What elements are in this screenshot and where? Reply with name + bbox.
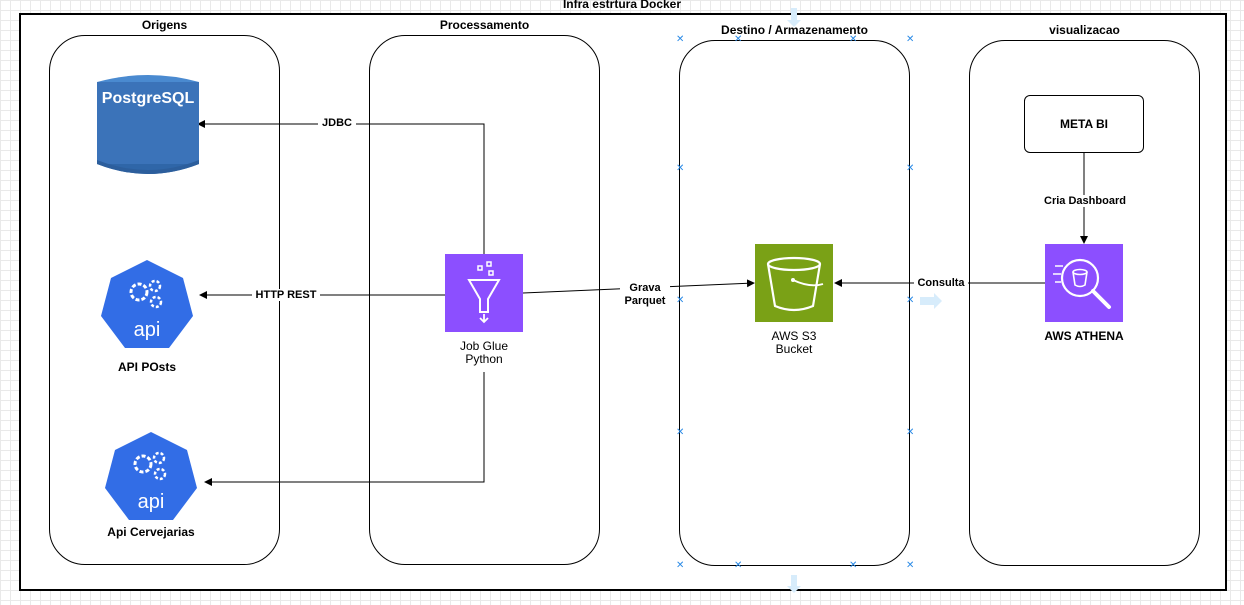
glue-label-line2: Python	[465, 352, 503, 366]
edge-label-cria-dashboard: Cria Dashboard	[1040, 195, 1130, 207]
selection-handle[interactable]: ✕	[734, 34, 743, 45]
edge-glue-to-api-cervejarias	[204, 372, 485, 486]
selection-handle[interactable]: ✕	[906, 295, 915, 306]
selection-handle[interactable]: ✕	[906, 163, 915, 174]
selection-handle[interactable]: ✕	[676, 427, 685, 438]
selection-handle[interactable]: ✕	[676, 34, 685, 45]
docker-infra-title: Infra estrtura Docker	[562, 0, 682, 11]
selection-arrow-top	[787, 8, 801, 27]
selection-handle[interactable]: ✕	[734, 560, 743, 571]
selection-arrow-bottom	[787, 575, 801, 593]
selection-handle[interactable]: ✕	[676, 163, 685, 174]
s3-label-line1: AWS S3	[771, 329, 817, 343]
athena-magnifier-icon[interactable]	[1045, 244, 1123, 322]
edge-glue-to-postgres	[197, 120, 485, 254]
glue-funnel-icon[interactable]	[445, 254, 523, 332]
selection-arrow-right	[920, 293, 942, 309]
api-posts-icon[interactable]: api	[99, 258, 195, 354]
edge-label-http-rest: HTTP REST	[252, 289, 320, 301]
selection-handle[interactable]: ✕	[906, 427, 915, 438]
edge-label-grava-line1: Grava	[620, 282, 670, 294]
selection-handle[interactable]: ✕	[906, 560, 915, 571]
s3-label-line2: Bucket	[775, 342, 813, 356]
selection-handle[interactable]: ✕	[676, 560, 685, 571]
edge-label-grava-line2: Parquet	[620, 295, 670, 307]
api-cervejarias-icon[interactable]: api	[103, 430, 199, 526]
edge-label-jdbc: JDBC	[318, 117, 356, 129]
lane-processamento-title: Processamento	[439, 18, 530, 32]
selection-handle[interactable]: ✕	[849, 34, 858, 45]
lane-visualizacao-title: visualizacao	[1049, 23, 1120, 37]
meta-bi-box[interactable]: META BI	[1024, 95, 1144, 153]
postgresql-database-icon[interactable]: PostgreSQL	[97, 72, 199, 176]
lane-origens-title: Origens	[141, 18, 188, 32]
postgresql-text: PostgreSQL	[102, 90, 195, 107]
selection-handle[interactable]: ✕	[676, 295, 685, 306]
api-cervejarias-icon-text: api	[138, 491, 165, 513]
meta-bi-label: META BI	[1060, 117, 1108, 131]
athena-label: AWS ATHENA	[1044, 329, 1124, 343]
api-cervejarias-label: Api Cervejarias	[107, 525, 195, 539]
selection-handle[interactable]: ✕	[849, 560, 858, 571]
api-posts-icon-text: api	[134, 319, 161, 341]
selection-handle[interactable]: ✕	[906, 34, 915, 45]
s3-bucket-icon[interactable]	[755, 244, 833, 322]
lane-destino-title: Destino / Armazenamento	[721, 23, 868, 37]
glue-label-line1: Job Glue	[459, 339, 509, 353]
api-posts-label: API POsts	[117, 360, 177, 374]
edge-label-consulta: Consulta	[914, 277, 968, 289]
